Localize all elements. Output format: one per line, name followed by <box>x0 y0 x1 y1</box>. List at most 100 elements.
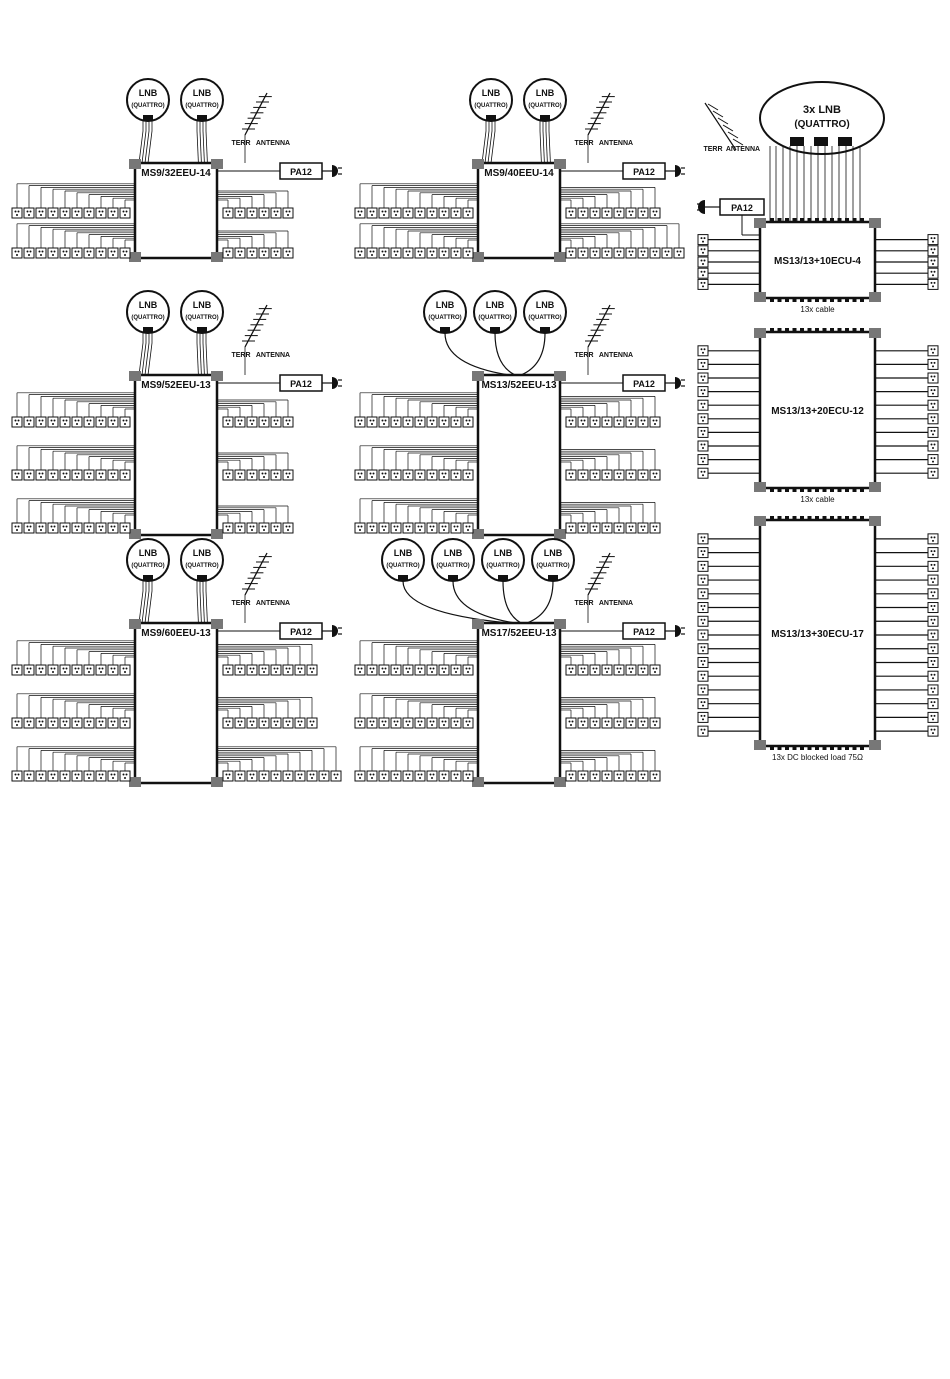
outlet-socket <box>282 247 294 259</box>
outlet-socket <box>11 664 23 676</box>
terr-label: TERR <box>231 352 250 359</box>
outlet-socket <box>378 522 390 534</box>
outlet-socket <box>927 615 939 627</box>
outlet-socket <box>577 717 589 729</box>
antenna-label: ANTENNA <box>599 352 633 359</box>
lnb-dish: LNB(QUATTRO) <box>469 78 513 122</box>
outlet-socket <box>354 416 366 428</box>
cascade-pa12: PA12 <box>697 198 765 216</box>
outlet-socket <box>625 522 637 534</box>
outlet-socket <box>402 664 414 676</box>
lnb-connector <box>197 327 207 333</box>
lnb-connector <box>548 575 558 581</box>
outlet-socket <box>589 717 601 729</box>
pa12-label: PA12 <box>731 203 753 213</box>
outlet-socket <box>270 207 282 219</box>
outlet-socket <box>462 522 474 534</box>
outlet-socket <box>107 770 119 782</box>
outlet-socket <box>270 469 282 481</box>
outlet-socket <box>414 469 426 481</box>
outlet-socket <box>697 399 709 411</box>
lnb-connector <box>143 327 153 333</box>
multiswitch-model-label: MS13/52EEU-13 <box>481 380 556 391</box>
outlet-socket <box>23 247 35 259</box>
outlet-socket <box>927 234 939 246</box>
outlet-socket <box>927 372 939 384</box>
pa12-power-supply: PA12 <box>279 162 342 180</box>
power-plug-icon <box>332 165 338 177</box>
outlet-socket <box>426 469 438 481</box>
multiswitch-diagram-4: LNB(QUATTRO)LNB(QUATTRO)LNB(QUATTRO)TERR… <box>354 290 685 539</box>
outlet-socket <box>119 416 131 428</box>
outlet-socket <box>354 247 366 259</box>
outlet-socket <box>246 247 258 259</box>
outlet-socket <box>565 664 577 676</box>
outlet-socket <box>697 372 709 384</box>
outlet-socket <box>306 717 318 729</box>
lnb-quattro-label: (QUATTRO) <box>185 315 218 321</box>
outlet-socket <box>222 717 234 729</box>
cascade-bottom-label: 13x DC blocked load 75Ω <box>772 753 863 762</box>
outlet-socket <box>577 664 589 676</box>
outlet-socket <box>11 522 23 534</box>
outlet-socket <box>378 469 390 481</box>
outlet-socket <box>697 245 709 257</box>
outlet-socket <box>246 469 258 481</box>
outlet-socket <box>246 207 258 219</box>
pa12-power-supply: PA12 <box>622 162 685 180</box>
outlet-socket <box>23 207 35 219</box>
antenna-label: ANTENNA <box>599 600 633 607</box>
lnb-connector <box>790 137 804 146</box>
power-plug-icon <box>675 625 681 637</box>
power-plug-icon <box>675 165 681 177</box>
outlet-socket <box>601 717 613 729</box>
outlet-socket <box>119 207 131 219</box>
outlet-socket <box>414 522 426 534</box>
outlet-socket <box>59 664 71 676</box>
lnb-connector <box>143 575 153 581</box>
outlet-socket <box>83 416 95 428</box>
outlet-socket <box>927 560 939 572</box>
outlet-socket <box>697 533 709 545</box>
outlet-socket <box>402 207 414 219</box>
outlet-socket <box>927 278 939 290</box>
outlet-socket <box>222 664 234 676</box>
outlet-socket <box>613 770 625 782</box>
outlet-socket <box>95 247 107 259</box>
lnb-connector <box>540 115 550 121</box>
outlet-socket <box>35 717 47 729</box>
outlet-socket <box>589 770 601 782</box>
outlet-socket <box>450 717 462 729</box>
outlet-socket <box>462 247 474 259</box>
outlet-socket <box>294 717 306 729</box>
pa12-power-supply: PA12 <box>622 374 685 392</box>
lnb-quattro-label: (QUATTRO) <box>536 563 569 569</box>
outlet-socket <box>23 416 35 428</box>
outlet-socket <box>649 416 661 428</box>
outlet-socket <box>414 770 426 782</box>
outlet-socket <box>414 416 426 428</box>
outlet-socket <box>450 207 462 219</box>
outlet-socket <box>354 717 366 729</box>
outlet-socket <box>246 416 258 428</box>
terr-label: TERR <box>231 600 250 607</box>
outlet-socket <box>71 717 83 729</box>
pa12-power-supply: PA12 <box>622 622 685 640</box>
lnb-quattro-label: (QUATTRO) <box>436 563 469 569</box>
outlet-socket <box>625 247 637 259</box>
lnb-label: LNB <box>436 300 455 310</box>
pa12-label: PA12 <box>290 379 312 389</box>
outlet-socket <box>107 664 119 676</box>
outlet-socket <box>47 717 59 729</box>
outlet-socket <box>927 670 939 682</box>
outlet-socket <box>697 711 709 723</box>
outlet-socket <box>234 664 246 676</box>
outlet-socket <box>390 247 402 259</box>
outlet-socket <box>59 416 71 428</box>
outlet-socket <box>95 717 107 729</box>
outlet-socket <box>577 207 589 219</box>
lnb-connector <box>486 115 496 121</box>
